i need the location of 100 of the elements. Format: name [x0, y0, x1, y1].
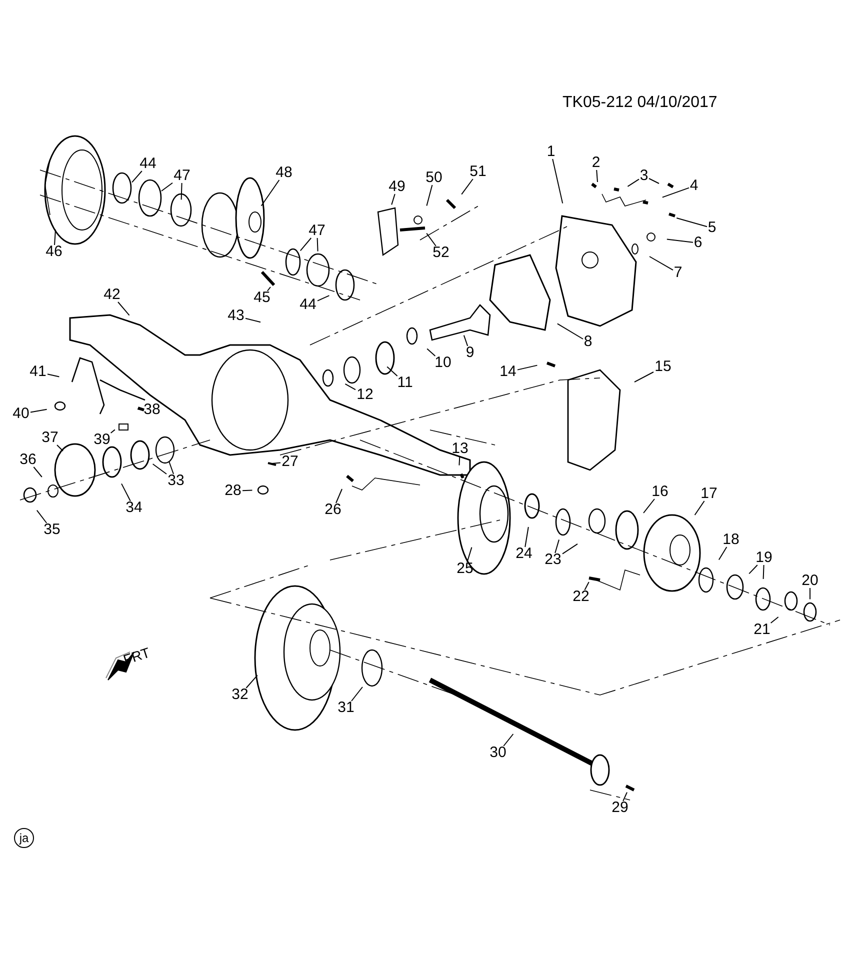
callout-number: 4 — [688, 178, 700, 194]
callout-number: 36 — [18, 452, 38, 468]
leader-line — [426, 232, 436, 246]
leader-line — [36, 510, 48, 524]
callout-number: 2 — [590, 155, 602, 171]
callout-number: 50 — [424, 170, 444, 186]
leader-line — [266, 286, 271, 292]
callout-number: 25 — [456, 561, 474, 577]
callout-number: 28 — [224, 483, 242, 499]
circled-code: ja — [14, 828, 34, 848]
leader-line — [118, 302, 130, 316]
leader-line — [121, 483, 131, 502]
leader-line — [627, 178, 640, 187]
leader-line — [662, 187, 690, 198]
leader-line — [386, 366, 398, 376]
callout-number: 7 — [672, 265, 684, 281]
leader-line — [694, 500, 705, 516]
leader-line — [300, 238, 312, 252]
leader-line — [270, 462, 281, 464]
callout-number: 16 — [650, 484, 670, 500]
callout-number: 6 — [692, 235, 704, 251]
leader-line — [246, 674, 258, 688]
callout-number: 52 — [432, 245, 450, 261]
callout-number: 15 — [654, 359, 672, 375]
leader-line — [718, 546, 728, 560]
callout-number: 33 — [166, 473, 186, 489]
leader-line — [152, 464, 167, 474]
callout-number: 13 — [450, 441, 470, 457]
callout-number: 24 — [514, 546, 534, 562]
callout-number: 47 — [308, 223, 326, 239]
leader-line — [643, 498, 655, 514]
leader-line — [426, 348, 436, 356]
callout-number: 47 — [172, 168, 192, 184]
callout-number: 32 — [230, 687, 250, 703]
leader-line — [110, 429, 116, 434]
leader-line — [33, 466, 42, 478]
leader-line — [634, 372, 654, 382]
leader-line — [316, 238, 318, 252]
leader-line — [168, 462, 174, 474]
leader-line — [317, 295, 330, 302]
callout-number: 42 — [102, 287, 122, 303]
drawing-code: TK05-212 04/10/2017 — [562, 94, 718, 112]
callout-number: 21 — [752, 622, 772, 638]
callout-number: 46 — [44, 244, 64, 260]
callout-number: 20 — [800, 573, 820, 589]
callout-number: 26 — [324, 502, 342, 518]
callout-number: 5 — [706, 220, 718, 236]
leader-line — [391, 194, 396, 206]
leader-line — [137, 408, 143, 410]
leader-line — [622, 792, 628, 802]
callout-number: 29 — [610, 800, 630, 816]
leader-line — [562, 543, 578, 554]
leader-line — [748, 564, 758, 574]
leader-line — [503, 734, 514, 746]
leader-line — [458, 456, 460, 466]
callout-number: 37 — [40, 430, 60, 446]
leader-line — [596, 170, 598, 182]
callout-number: 23 — [544, 552, 562, 568]
leader-line — [30, 408, 48, 413]
callout-number: 44 — [298, 297, 318, 313]
leader-line — [245, 318, 261, 323]
callout-number: 45 — [252, 290, 272, 306]
callout-number: 9 — [464, 345, 476, 361]
callout-number: 43 — [226, 308, 246, 324]
callout-number: 19 — [754, 550, 774, 566]
leader-line — [770, 616, 779, 624]
callout-number: 27 — [280, 454, 300, 470]
callout-number: 8 — [582, 334, 594, 350]
callout-number: 41 — [28, 364, 48, 380]
callout-number: 49 — [388, 179, 406, 195]
callout-number: 34 — [124, 500, 144, 516]
leader-line — [54, 229, 56, 246]
callout-number: 35 — [42, 522, 62, 538]
leader-line — [517, 364, 538, 370]
callout-number: 31 — [336, 700, 356, 716]
leader-line — [56, 444, 64, 452]
leader-line — [666, 238, 694, 243]
leader-line — [762, 564, 764, 580]
callout-number: 17 — [700, 486, 718, 502]
callout-number: 12 — [356, 387, 374, 403]
leader-line — [524, 526, 529, 548]
callout-number: 11 — [396, 375, 414, 391]
leader-line — [242, 490, 253, 492]
callout-number: 38 — [142, 402, 162, 418]
leader-line — [461, 178, 474, 195]
leader-line — [584, 582, 590, 590]
callout-number: 40 — [12, 406, 30, 422]
leader-line — [47, 374, 60, 378]
leader-line — [556, 323, 584, 340]
leader-line — [351, 686, 363, 702]
leader-line — [552, 158, 564, 204]
callout-number: 22 — [572, 589, 590, 605]
leader-line — [180, 182, 182, 200]
leader-line — [336, 488, 342, 504]
callout-number: 14 — [498, 364, 518, 380]
callout-number: 30 — [488, 745, 508, 761]
callout-number: 51 — [468, 164, 488, 180]
leader-line — [260, 180, 280, 206]
leader-line — [466, 546, 472, 562]
leader-line — [161, 182, 173, 192]
